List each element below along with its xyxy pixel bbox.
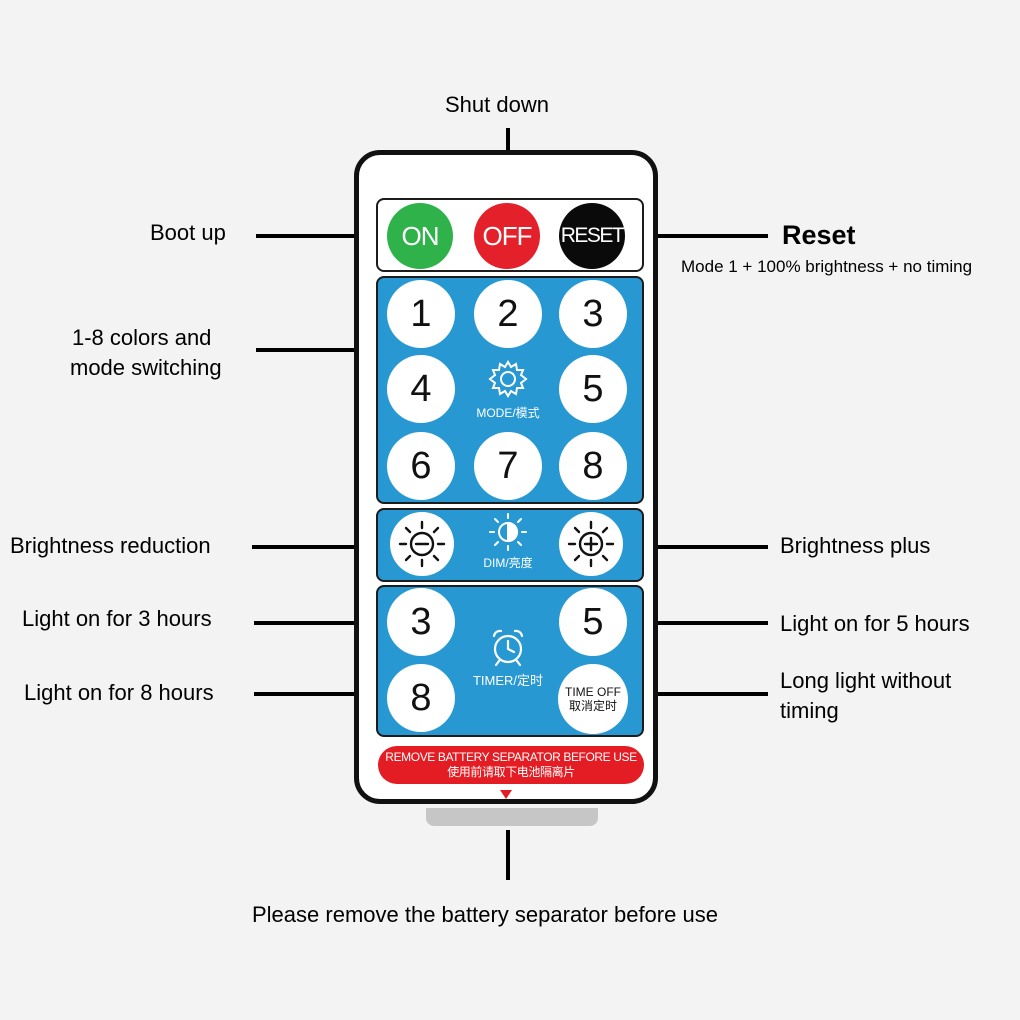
reset-leader (644, 234, 768, 238)
battery-warning-strip: REMOVE BATTERY SEPARATOR BEFORE USE 使用前请… (378, 746, 644, 784)
shut-down-label: Shut down (445, 92, 549, 117)
light-5h-label: Light on for 5 hours (780, 611, 970, 636)
light-3h-leader (254, 621, 388, 625)
light-3h-label: Light on for 3 hours (22, 606, 212, 631)
battery-note-label: Please remove the battery separator befo… (252, 902, 718, 927)
sun-plus-icon (567, 520, 615, 568)
light-5h-leader (630, 621, 768, 625)
brightness-reduction-label: Brightness reduction (10, 533, 211, 558)
number-button-1[interactable]: 1 (387, 280, 455, 348)
number-button-6[interactable]: 6 (387, 432, 455, 500)
brightness-minus-button[interactable] (390, 512, 454, 576)
mode-caption: MODE/模式 (476, 406, 540, 420)
time-off-button[interactable]: TIME OFF 取消定时 (558, 664, 628, 734)
time-off-label-line2: 取消定时 (568, 699, 617, 713)
dim-icon-group: DIM/亮度 (472, 512, 544, 571)
timer-3h-button[interactable]: 3 (387, 588, 455, 656)
sun-minus-icon (398, 520, 446, 568)
warning-line-2: 使用前请取下电池隔离片 (447, 765, 575, 779)
reset-description: Mode 1 + 100% brightness + no timing (681, 257, 973, 276)
alarm-clock-icon (492, 629, 524, 667)
battery-separator-tab (426, 808, 598, 826)
light-8h-leader (254, 692, 388, 696)
brightness-plus-label: Brightness plus (780, 533, 931, 558)
number-button-3[interactable]: 3 (559, 280, 627, 348)
half-sun-icon (489, 513, 527, 551)
number-button-7[interactable]: 7 (474, 432, 542, 500)
boot-up-label: Boot up (150, 220, 226, 245)
long-light-leader (628, 692, 768, 696)
long-light-label-line1: Long light without (780, 668, 952, 693)
gear-icon (488, 360, 528, 398)
dim-caption: DIM/亮度 (483, 556, 533, 570)
reset-label: Reset (782, 220, 856, 250)
brightness-plus-button[interactable] (559, 512, 623, 576)
timer-5h-button[interactable]: 5 (559, 588, 627, 656)
number-button-2[interactable]: 2 (474, 280, 542, 348)
long-light-label-line2: timing (780, 698, 839, 723)
mode-icon-group: MODE/模式 (472, 356, 544, 421)
brightness-reduction-leader (252, 545, 388, 549)
down-arrow-icon (500, 790, 512, 799)
colors-label-line1: 1-8 colors and (72, 325, 212, 350)
time-off-label-line1: TIME OFF (565, 685, 621, 699)
warning-line-1: REMOVE BATTERY SEPARATOR BEFORE USE (385, 750, 637, 764)
reset-button[interactable]: RESET (559, 203, 625, 269)
brightness-plus-leader (624, 545, 768, 549)
timer-caption: TIMER/定时 (472, 673, 544, 688)
number-button-5[interactable]: 5 (559, 355, 627, 423)
off-button[interactable]: OFF (474, 203, 540, 269)
colors-leader (256, 348, 380, 352)
light-8h-label: Light on for 8 hours (24, 680, 214, 705)
timer-icon-group: TIMER/定时 (466, 626, 550, 689)
number-button-4[interactable]: 4 (387, 355, 455, 423)
timer-8h-button[interactable]: 8 (387, 664, 455, 732)
colors-label-line2: mode switching (70, 355, 222, 380)
number-button-8[interactable]: 8 (559, 432, 627, 500)
battery-leader (506, 830, 510, 880)
boot-up-leader (256, 234, 386, 238)
on-button[interactable]: ON (387, 203, 453, 269)
